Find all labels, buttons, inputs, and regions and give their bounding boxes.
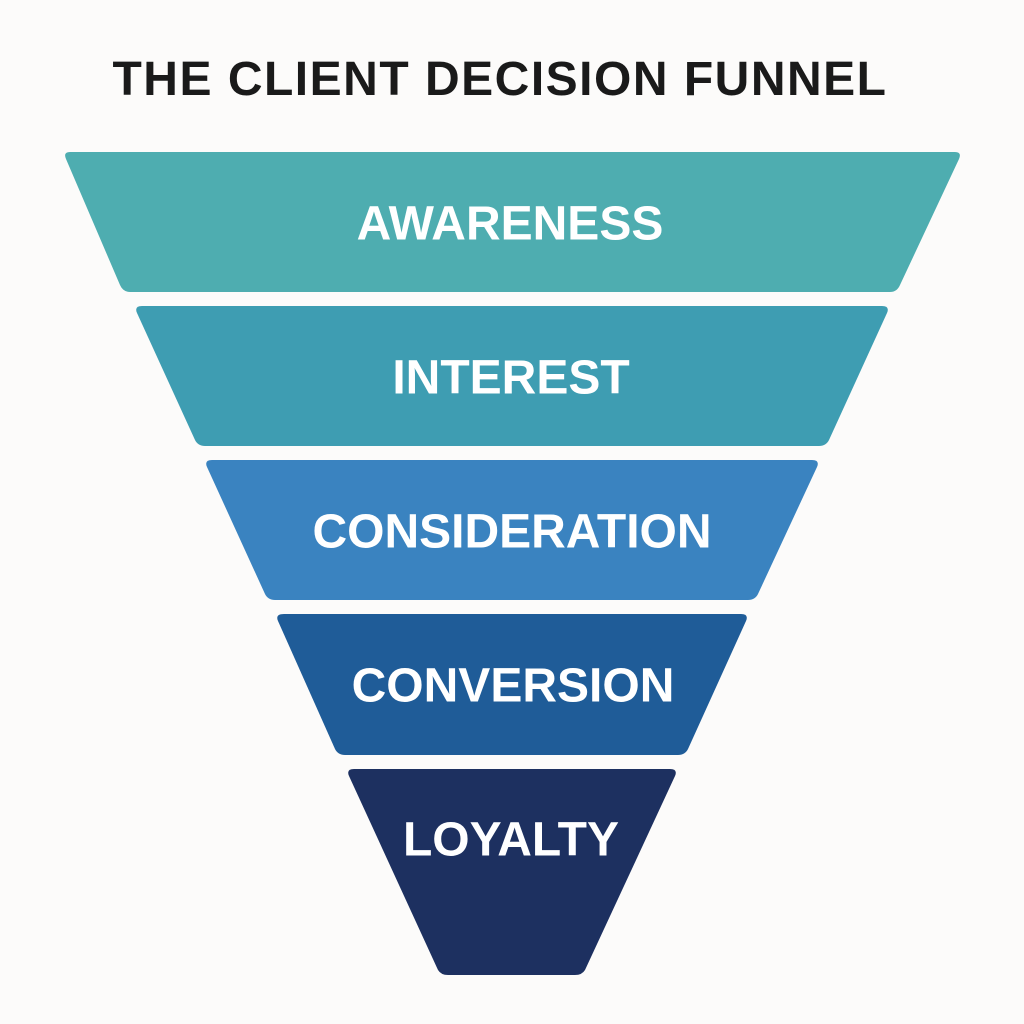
- funnel-segment: [136, 306, 888, 446]
- funnel-stage-awareness: AWARENESS: [65, 152, 960, 292]
- funnel-segment: [65, 152, 960, 292]
- funnel-stage-loyalty: LOYALTY: [348, 769, 676, 975]
- funnel-stage-conversion: CONVERSION: [277, 614, 747, 755]
- stage-label: CONVERSION: [352, 660, 675, 713]
- stage-label: INTEREST: [392, 352, 629, 405]
- funnel-segment: [206, 460, 818, 600]
- funnel-stage-interest: INTEREST: [136, 306, 888, 446]
- page-title: THE CLIENT DECISION FUNNEL: [112, 53, 888, 106]
- funnel-stage-consideration: CONSIDERATION: [206, 460, 818, 600]
- stage-label: AWARENESS: [357, 198, 664, 251]
- stage-label: CONSIDERATION: [312, 506, 711, 559]
- funnel-segment: [277, 614, 747, 755]
- funnel-segment: [348, 769, 676, 975]
- stage-label: LOYALTY: [403, 814, 619, 867]
